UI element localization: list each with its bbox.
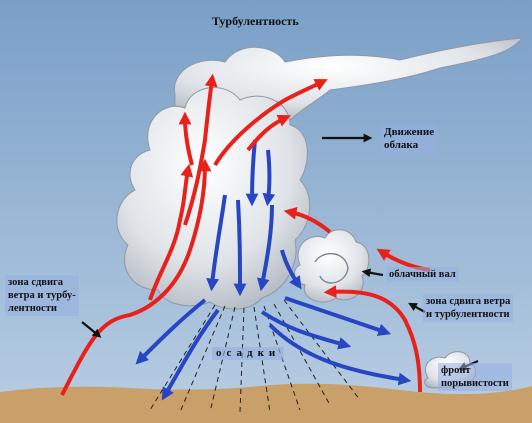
label-shelf-cloud: облачный вал [386,267,459,282]
label-cloud-motion: Движение облака [381,125,437,153]
label-shear-zone-right: зона сдвига ветра и турбулентности [423,294,513,322]
label-shear-zone-left: зона сдвига ветра и турбу- лентности [5,275,79,316]
label-gust-front: фронт порывистости [438,363,512,391]
label-precipitation: осадки [212,347,284,360]
label-turbulence: Турбулентность [212,15,299,28]
